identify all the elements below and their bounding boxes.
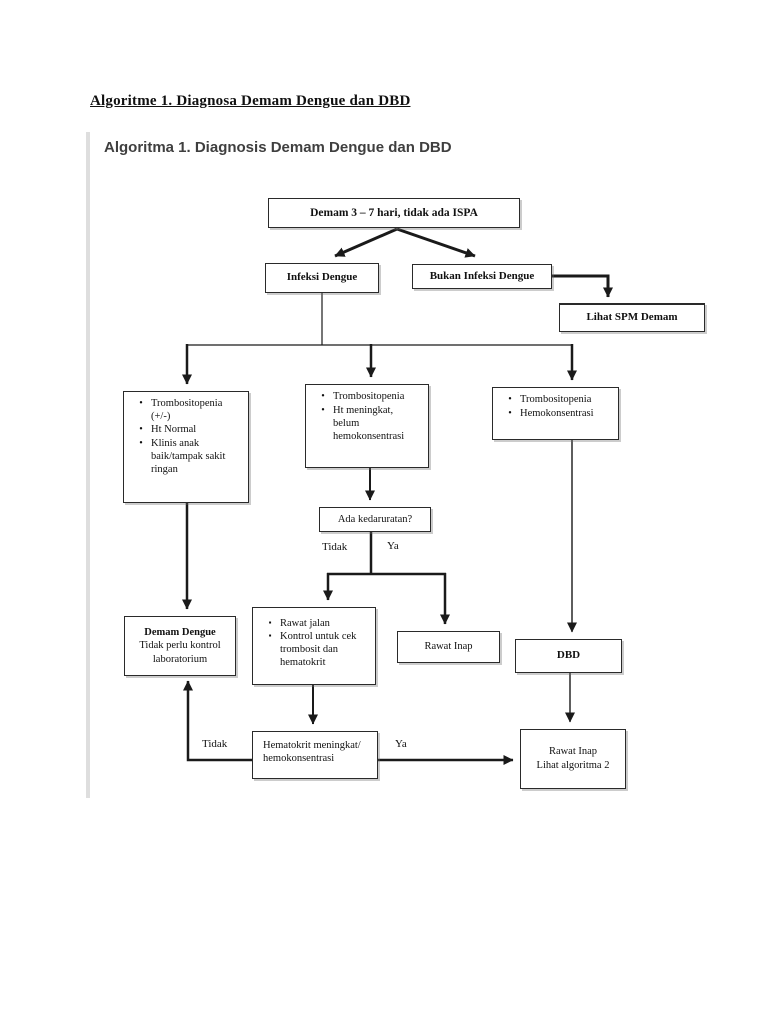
node-bukan-infeksi-dengue: Bukan Infeksi Dengue (412, 264, 552, 289)
list-item: ▪ Kontrol untuk cek trombosit dan hemato… (261, 630, 369, 669)
node-rawat-inap: Rawat Inap (397, 631, 500, 663)
list-item: ▪ Rawat jalan (261, 617, 369, 630)
figure-left-border (86, 132, 90, 798)
bullet-icon: • (508, 407, 512, 419)
list-item-text: Trombositopenia (520, 394, 592, 405)
list-item: • Trombositopenia (501, 393, 612, 407)
edge-demam-to-bukan (396, 227, 476, 258)
edge-label-ya-kedaruratan: Ya (387, 540, 399, 552)
list-item-text: Trombositopenia (+/-) (151, 398, 223, 423)
node-lihat-spm-demam: Lihat SPM Demam (559, 303, 705, 332)
list-item: • Trombositopenia (314, 390, 422, 404)
bullet-icon: • (139, 398, 143, 409)
list-item-text: Hemokonsentrasi (520, 407, 594, 419)
edge-demam-to-infeksi (334, 227, 398, 258)
edge-label-ya-hematokrit: Ya (395, 738, 407, 750)
node-kriteria-dbd: • Trombositopenia • Hemokonsentrasi (492, 387, 619, 440)
list-item-text: Ht meningkat, belum hemokonsentrasi (333, 404, 405, 442)
list-item-text: Ht Normal (151, 424, 197, 436)
list-item-text: Trombositopenia (333, 391, 405, 402)
node-subtitle: Tidak perlu kontrol laboratorium (139, 640, 221, 665)
node-rawat-inap-algoritma-2: Rawat Inap Lihat algoritma 2 (520, 729, 626, 789)
node-dbd: DBD (515, 639, 622, 673)
node-kriteria-observasi: • Trombositopenia • Ht meningkat, belum … (305, 384, 429, 468)
node-infeksi-dengue: Infeksi Dengue (265, 263, 379, 293)
node-title: Demam Dengue (144, 626, 216, 638)
edge-bukan-to-lihat-spm (552, 274, 613, 298)
bullet-square-icon: ▪ (268, 618, 272, 627)
node-rawat-jalan: ▪ Rawat jalan ▪ Kontrol untuk cek trombo… (252, 607, 376, 685)
bullet-icon: • (508, 394, 512, 405)
bullet-icon: • (139, 424, 143, 436)
list-item: • Ht Normal (132, 423, 242, 437)
edge-label-tidak-hematokrit: Tidak (202, 738, 228, 750)
node-hematokrit-meningkat: Hematokrit meningkat/ hemokonsentrasi (252, 731, 378, 779)
connector-group (182, 227, 613, 765)
bullet-icon: • (139, 437, 143, 449)
node-line2: Lihat algoritma 2 (536, 760, 610, 771)
node-demam-3-7-hari: Demam 3 – 7 hari, tidak ada ISPA (268, 198, 520, 228)
list-item: • Trombositopenia (+/-) (132, 397, 242, 423)
bullet-icon: • (321, 391, 325, 402)
node-demam-dengue: Demam Dengue Tidak perlu kontrol laborat… (124, 616, 236, 676)
list-item: • Klinis anak baik/tampak sakit ringan (132, 437, 242, 476)
node-kriteria-demam-dengue: • Trombositopenia (+/-) • Ht Normal • Kl… (123, 391, 249, 503)
list-item: • Ht meningkat, belum hemokonsentrasi (314, 404, 422, 443)
list-item-text: Rawat jalan (280, 618, 330, 629)
bullet-icon: • (321, 404, 325, 416)
node-line1: Rawat Inap (548, 746, 598, 758)
list-item: • Hemokonsentrasi (501, 407, 612, 421)
list-item-text: Kontrol untuk cek trombosit dan hematokr… (280, 631, 357, 669)
figure-title: Algoritma 1. Diagnosis Demam Dengue dan … (104, 139, 452, 156)
edge-label-tidak-kedaruratan: Tidak (322, 541, 348, 553)
list-item-text: Klinis anak baik/tampak sakit ringan (151, 437, 226, 475)
page-title: Algoritme 1. Diagnosa Demam Dengue dan D… (90, 93, 411, 109)
node-ada-kedaruratan: Ada kedaruratan? (319, 507, 431, 532)
bullet-square-icon: ▪ (268, 631, 272, 641)
